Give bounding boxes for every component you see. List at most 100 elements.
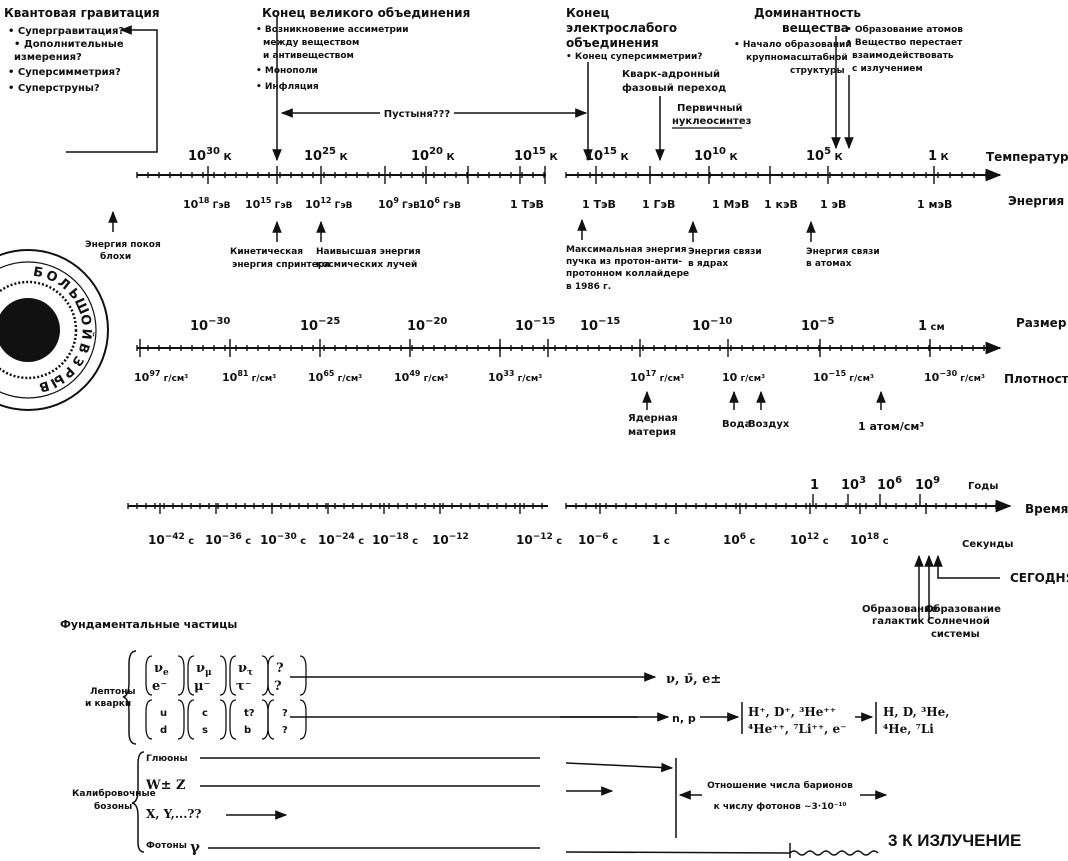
emblem-letter: О bbox=[77, 313, 94, 326]
emblem-letter: Ы bbox=[47, 370, 66, 390]
matrix-bracket-right bbox=[177, 699, 185, 740]
photons-label: Фотоны bbox=[146, 841, 187, 851]
solar-1: Образование bbox=[925, 603, 1001, 615]
note-flea-2: блохи bbox=[100, 251, 131, 262]
gamma-label: γ bbox=[190, 838, 200, 856]
note-flea-1: Энергия покоя bbox=[85, 240, 161, 250]
temperature-tick-1: 1025 К bbox=[304, 146, 348, 164]
matrix-bracket-left bbox=[187, 655, 195, 696]
leptons-quarks-label-1: Лептоны bbox=[90, 687, 136, 697]
size-label: Размер bbox=[1016, 316, 1067, 330]
time-tick-9: 106 с bbox=[723, 532, 755, 547]
cmb-label: 3 К ИЗЛУЧЕНИЕ bbox=[888, 831, 1021, 850]
dominance-item-3: структуры bbox=[790, 66, 845, 76]
gut-block: Конец великого объединения • Возникновен… bbox=[256, 6, 470, 162]
atoms-line-3: взаимодействовать bbox=[852, 51, 954, 61]
matrix-bracket-right bbox=[261, 655, 269, 696]
time-tick-3: 10−24 с bbox=[318, 532, 364, 547]
size-tick-4: 10−15 bbox=[580, 316, 620, 334]
photon-line-right bbox=[565, 851, 791, 854]
note-nuclear-2: в ядрах bbox=[688, 259, 728, 269]
energy-tick-10: 1 эВ bbox=[820, 198, 846, 211]
lepton-bottom: μ⁻ bbox=[194, 679, 210, 694]
gluons-label: Глюоны bbox=[146, 754, 188, 764]
note-air: Воздух bbox=[748, 419, 790, 430]
note-collider-3: протонном коллайдере bbox=[566, 269, 689, 279]
note-collider-4: в 1986 г. bbox=[566, 282, 611, 292]
time-tick-4: 10−18 с bbox=[372, 532, 418, 547]
energy-tick-8: 1 МэВ bbox=[712, 198, 749, 211]
quark-bottom: b bbox=[244, 725, 251, 736]
solar-2: Солнечной bbox=[927, 616, 990, 627]
quark-hadron-block: Кварк-адронный фазовый переход bbox=[622, 69, 726, 162]
emblem-letter: В bbox=[37, 377, 51, 394]
quantum-item-1: • Супергравитация? bbox=[8, 26, 124, 37]
electroweak-item: • Конец суперсимметрии? bbox=[566, 52, 702, 62]
note-atomic-1: Энергия связи bbox=[806, 247, 880, 257]
lepton-bottom: τ⁻ bbox=[236, 679, 252, 694]
leptons-brace bbox=[122, 650, 137, 745]
electroweak-block: Конец электрослабого объединения • Конец… bbox=[566, 6, 702, 162]
dominance-line-1: Доминантность bbox=[754, 6, 861, 20]
lepton-bottom: ? bbox=[274, 679, 282, 694]
years-tick-3: 109 bbox=[915, 475, 940, 493]
quark-bottom: d bbox=[160, 725, 167, 736]
energy-tick-3: 109 ГэВ bbox=[378, 196, 420, 211]
matrix-bracket-left bbox=[229, 655, 237, 696]
ratio-line-2: к числу фотонов ~3·10⁻¹⁰ bbox=[714, 802, 847, 812]
quark-top: ? bbox=[282, 708, 288, 719]
temperature-tick-4: 1015 К bbox=[585, 146, 629, 164]
note-atomic-2: в атомах bbox=[806, 259, 852, 269]
ratio-line-1: Отношение числа барионов bbox=[707, 780, 853, 791]
density-notes: Ядерная материя Вода Воздух 1 атом/см³ bbox=[628, 390, 924, 438]
size-tick-0: 10−30 bbox=[190, 316, 230, 334]
quantum-item-2: • Дополнительные bbox=[14, 39, 124, 50]
note-cosmic-2: космических лучей bbox=[316, 260, 417, 270]
gut-title: Конец великого объединения bbox=[262, 6, 470, 20]
photon-wave bbox=[789, 850, 879, 856]
matrix-bracket-right bbox=[299, 655, 307, 696]
years-tick-1: 103 bbox=[841, 475, 866, 493]
time-tick-1: 10−36 с bbox=[205, 532, 251, 547]
size-tick-5: 10−10 bbox=[692, 316, 732, 334]
matrix-bracket-right bbox=[219, 655, 227, 696]
np-label: n, p bbox=[672, 712, 696, 725]
quantum-item-3: измерения? bbox=[14, 52, 82, 63]
time-label: Время bbox=[1025, 502, 1068, 516]
energy-tick-4: 106 ГэВ bbox=[419, 196, 461, 211]
atoms-line-4: с излучением bbox=[852, 64, 923, 74]
time-notes: СЕГОДНЯ Образование галактик Образование… bbox=[862, 554, 1068, 640]
quark-line-1: Кварк-адронный bbox=[622, 69, 720, 80]
atoms-line-2: • Вещество перестает bbox=[846, 38, 963, 48]
leptons-quarks-label-2: и кварки bbox=[85, 699, 131, 709]
desert-span: Пустыня??? bbox=[280, 106, 588, 120]
energy-tick-11: 1 мэВ bbox=[917, 198, 952, 211]
energy-label: Энергия bbox=[1008, 194, 1064, 208]
nuclei1-line-1: H⁺, D⁺, ³He⁺⁺ bbox=[748, 705, 836, 719]
density-label: Плотность bbox=[1004, 372, 1068, 386]
energy-tick-2: 1012 ГэВ bbox=[305, 196, 353, 211]
note-sprinter-1: Кинетическая bbox=[230, 247, 303, 257]
density-tick-6: 10 г/см³ bbox=[722, 371, 765, 384]
quantum-gravity-block: Квантовая гравитация • Супергравитация? … bbox=[4, 6, 160, 153]
size-tick-7: 1 см bbox=[918, 319, 945, 334]
nucleo-line-1: Первичный bbox=[677, 103, 742, 114]
electroweak-line-1: Конец bbox=[566, 6, 609, 20]
nucleosynthesis-block: Первичный нуклеосинтез bbox=[672, 103, 752, 129]
desert-label: Пустыня??? bbox=[384, 109, 451, 120]
matrix-bracket-left bbox=[229, 699, 237, 740]
energy-tick-0: 1018 ГэВ bbox=[183, 196, 231, 211]
galaxies-2: галактик bbox=[872, 616, 925, 627]
gut-item-5: • Инфляция bbox=[256, 82, 319, 92]
nuclei2-line-1: H, D, ³He, bbox=[883, 705, 949, 719]
size-tick-1: 10−25 bbox=[300, 316, 340, 334]
lepton-matrix: νee⁻νμμ⁻νττ⁻?? bbox=[145, 655, 307, 696]
emblem-letter: Й bbox=[78, 328, 95, 340]
emblem-letter: В bbox=[74, 341, 91, 355]
